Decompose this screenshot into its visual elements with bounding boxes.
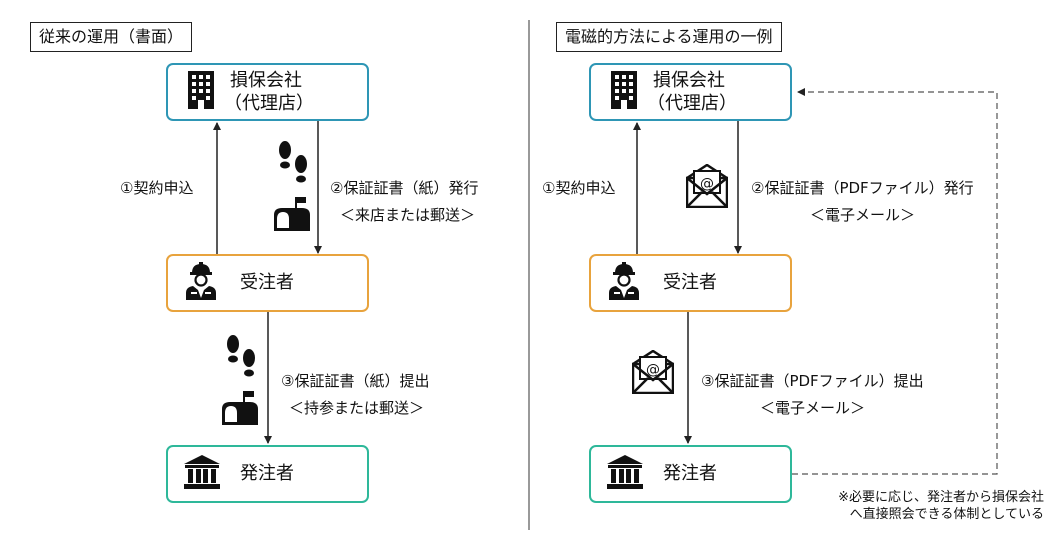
right-footnote-line-1: ※必要に応じ、発注者から損保会社	[838, 490, 1044, 505]
right-insurer-label-2: （代理店）	[647, 93, 737, 114]
email-envelope-icon: @	[685, 163, 729, 212]
right-section-title: 電磁的方法による運用の一例	[556, 22, 782, 52]
building-icon	[188, 71, 214, 113]
right-footnote: ※必要に応じ、発注者から損保会社 へ直接照会できる体制としている	[838, 489, 1044, 523]
government-building-icon	[184, 455, 220, 493]
left-step3-sub-label: ＜持参または郵送＞	[289, 399, 425, 417]
mailbox-icon	[220, 391, 260, 431]
worker-icon	[607, 262, 641, 304]
right-step2-label: ②保証証書（PDFファイル）発行	[751, 179, 974, 197]
building-icon	[611, 71, 637, 113]
left-contractor-label: 受注者	[240, 272, 294, 293]
left-step2-label: ②保証証書（紙）発行	[330, 179, 479, 197]
svg-text:@: @	[646, 362, 660, 378]
left-step2-sub-label: ＜来店または郵送＞	[340, 206, 476, 224]
right-step2-sub-label: ＜電子メール＞	[810, 206, 916, 224]
right-footnote-line-2: へ直接照会できる体制としている	[849, 507, 1044, 522]
left-insurer-label-2: （代理店）	[224, 93, 314, 114]
footprints-icon	[225, 334, 257, 382]
left-client-node: 発注者	[166, 445, 369, 503]
left-insurer-node: 損保会社 （代理店）	[166, 63, 369, 121]
right-step3-label: ③保証証書（PDFファイル）提出	[701, 372, 924, 390]
footprints-icon	[277, 140, 309, 188]
left-section-title: 従来の運用（書面）	[30, 22, 193, 52]
email-envelope-icon: @	[631, 349, 675, 398]
right-contractor-label: 受注者	[663, 272, 717, 293]
left-insurer-label-1: 損保会社	[230, 70, 302, 91]
mailbox-icon	[272, 197, 312, 237]
right-dashed-inquiry	[792, 88, 998, 475]
right-insurer-label-1: 損保会社	[653, 70, 725, 91]
right-client-node: 発注者	[589, 445, 792, 503]
right-contractor-node: 受注者	[589, 254, 792, 312]
left-client-label: 発注者	[240, 463, 294, 484]
left-step1-label: ①契約申込	[120, 179, 194, 197]
right-client-label: 発注者	[663, 463, 717, 484]
right-insurer-node: 損保会社 （代理店）	[589, 63, 792, 121]
worker-icon	[184, 262, 218, 304]
right-step1-label: ①契約申込	[542, 179, 616, 197]
svg-text:@: @	[700, 176, 714, 192]
left-contractor-node: 受注者	[166, 254, 369, 312]
right-step3-sub-label: ＜電子メール＞	[760, 399, 866, 417]
government-building-icon	[607, 455, 643, 493]
left-step3-label: ③保証証書（紙）提出	[281, 372, 430, 390]
